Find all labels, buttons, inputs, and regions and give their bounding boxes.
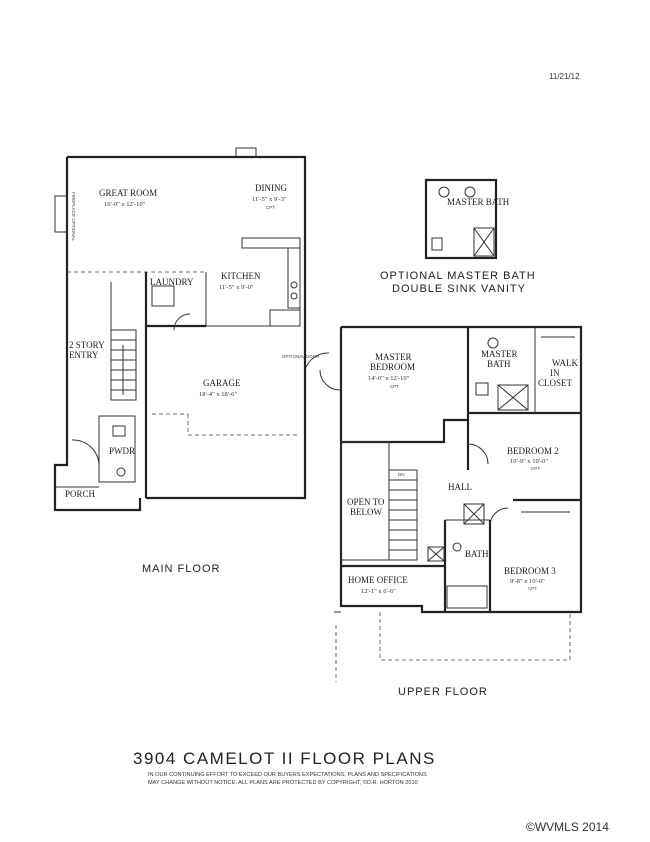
disclaimer-line1: IN OUR CONTINUING EFFORT TO EXCEED OUR B… — [148, 772, 427, 778]
pwdr-label: PWDR — [109, 446, 135, 456]
dn-label: DN — [398, 472, 405, 477]
walk-in-closet-label-line3: CLOSET — [538, 378, 573, 388]
upper-floor-stairs — [388, 469, 418, 561]
chimney — [235, 147, 257, 158]
main-floor-plan — [53, 147, 330, 512]
garage-label: GARAGE — [203, 378, 241, 388]
powder-room-walls — [98, 415, 136, 483]
master-bedroom-floor: CPT — [390, 384, 399, 389]
fireplace-bump — [54, 195, 68, 233]
walk-in-closet-label: WALK IN CLOSET — [538, 358, 578, 388]
home-office-label: HOME OFFICE — [348, 575, 408, 585]
main-floor-outer-wall — [67, 155, 307, 338]
bedroom3-label: BEDROOM 3 — [504, 566, 556, 576]
entry-label: 2 STORY ENTRY — [69, 340, 105, 360]
dining-floor: CPT — [266, 205, 275, 210]
open-to-below-label-line2: BELOW — [350, 507, 382, 517]
optional-master-bath-plan — [424, 178, 498, 260]
bedroom2-dims: 10'-9" x 10'-0" — [510, 458, 548, 465]
optional-master-bath-room-label: MASTER BATH — [447, 197, 510, 207]
master-bedroom-label: MASTER BEDROOM — [370, 352, 415, 372]
master-bath-label-line1: MASTER — [481, 349, 518, 359]
bedroom2-label: BEDROOM 2 — [507, 446, 559, 456]
kitchen-counter — [241, 237, 301, 249]
optional-master-bath-caption-line1: OPTIONAL MASTER BATH — [380, 270, 536, 282]
laundry-label: LAUNDRY — [150, 277, 194, 287]
garage-dims: 18'-4" x 18'-6" — [199, 391, 237, 398]
dining-label: DINING — [255, 183, 287, 193]
great-room-dims: 16'-0" x 12'-10" — [104, 201, 146, 208]
master-bath-label-line2: BATH — [487, 359, 511, 369]
main-floor-caption: MAIN FLOOR — [142, 563, 220, 575]
optional-door-label: OPTIONAL DOOR — [282, 354, 320, 359]
porch-label: PORCH — [65, 489, 96, 499]
upper-floor-caption: UPPER FLOOR — [398, 686, 488, 698]
kitchen-dims: 11'-5" x 9'-0" — [219, 284, 254, 291]
master-bedroom-dims: 14'-0" x 12'-10" — [368, 375, 410, 382]
entry-label-line1: 2 STORY — [69, 340, 105, 350]
hall-label: HALL — [448, 482, 472, 492]
main-floor-stairs — [110, 329, 137, 401]
master-bath-label: MASTER BATH — [481, 349, 518, 369]
bedroom2-floor: CPT — [531, 466, 540, 471]
open-to-below-label: OPEN TO BELOW — [347, 497, 385, 517]
walk-in-closet-label-line2: IN — [550, 368, 560, 378]
walk-in-closet-label-line1: WALK — [552, 358, 578, 368]
kitchen-walls — [205, 237, 301, 327]
date-label: 11/21/12 — [549, 72, 580, 81]
plan-title: 3904 CAMELOT II FLOOR PLANS — [133, 749, 436, 768]
upper-floor-outer-wall — [339, 325, 583, 614]
bedroom3-floor: CPT — [528, 586, 537, 591]
laundry-washer — [151, 285, 175, 307]
entry-label-line2: ENTRY — [69, 350, 99, 360]
upper-floor-plan — [319, 325, 583, 682]
master-bedroom-label-line1: MASTER — [375, 352, 412, 362]
home-office-dims: 12'-1" x 6'-6" — [361, 588, 396, 595]
bedroom3-dims: 9'-8" x 10'-0" — [510, 578, 545, 585]
fireplace-label: FIREPLACE OPTIONAL — [71, 192, 76, 242]
master-bedroom-label-line2: BEDROOM — [370, 362, 415, 372]
optional-master-bath-caption-line2: DOUBLE SINK VANITY — [392, 283, 526, 295]
watermark: ©WVMLS 2014 — [526, 820, 609, 834]
disclaimer-line2: MAY CHANGE WITHOUT NOTICE. ALL PLANS ARE… — [148, 779, 418, 786]
open-to-below-label-line1: OPEN TO — [347, 497, 385, 507]
dining-dims: 11'-5" x 9'-3" — [252, 196, 287, 203]
bath-label: BATH — [465, 549, 489, 559]
kitchen-label: KITCHEN — [221, 271, 261, 281]
great-room-label: GREAT ROOM — [99, 188, 157, 198]
